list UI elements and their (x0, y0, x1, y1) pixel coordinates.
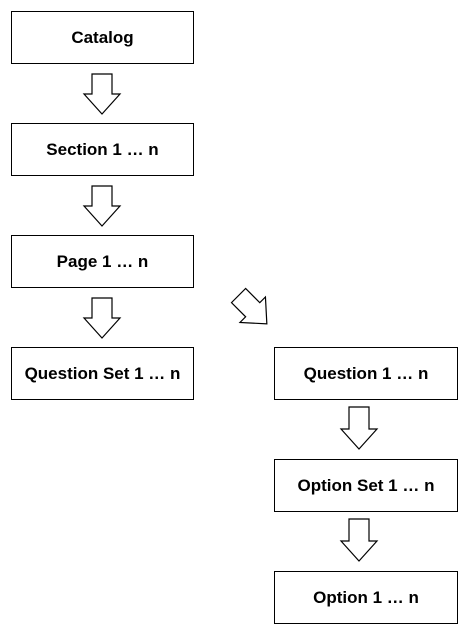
arrow-section-to-page-icon (82, 185, 122, 227)
node-section-label: Section 1 … n (46, 139, 159, 159)
node-question-set-label: Question Set 1 … n (24, 363, 181, 383)
node-question-label: Question 1 … n (303, 363, 429, 383)
node-option-set: Option Set 1 … n (274, 459, 458, 512)
arrow-page-to-question-icon (230, 287, 268, 325)
node-option-set-label: Option Set 1 … n (297, 475, 435, 495)
node-catalog-label: Catalog (71, 27, 134, 47)
node-option-label: Option 1 … n (313, 587, 419, 607)
arrow-option-set-to-option-icon (339, 518, 379, 562)
arrow-page-to-question-set-icon (82, 297, 122, 339)
node-catalog: Catalog (11, 11, 194, 64)
arrow-catalog-to-section-icon (82, 73, 122, 115)
node-section: Section 1 … n (11, 123, 194, 176)
node-question: Question 1 … n (274, 347, 458, 400)
arrow-question-to-option-set-icon (339, 406, 379, 450)
node-page: Page 1 … n (11, 235, 194, 288)
node-page-label: Page 1 … n (56, 251, 149, 271)
node-option: Option 1 … n (274, 571, 458, 624)
node-question-set: Question Set 1 … n (11, 347, 194, 400)
